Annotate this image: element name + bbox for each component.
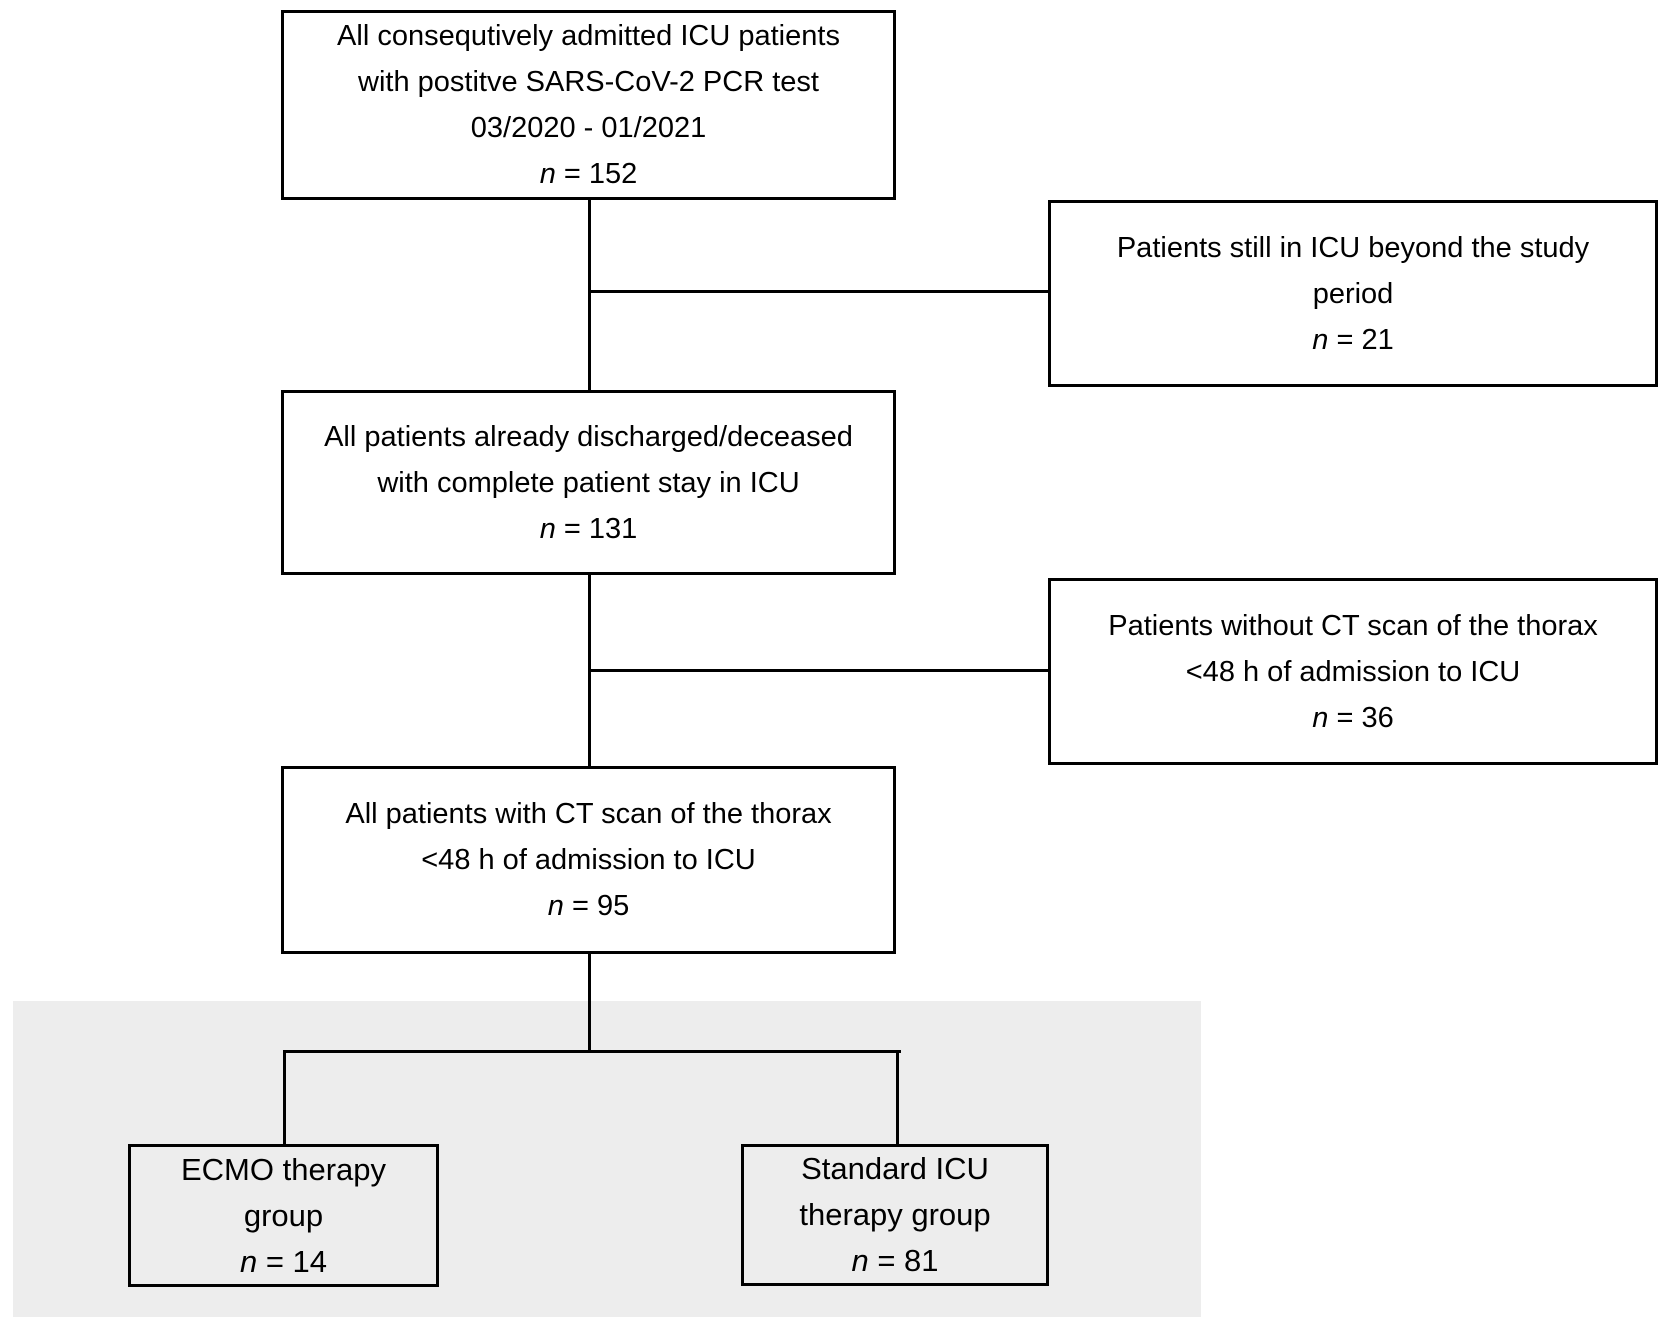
n-value: = 152 (555, 158, 638, 190)
box-line: Patients still in ICU beyond the study (1116, 231, 1590, 264)
box-n-count: n = 21 (1312, 317, 1393, 363)
box-line: with complete patient stay in ICU (377, 466, 800, 499)
box-line: ECMO therapy (180, 1151, 386, 1187)
box-n-count: n = 36 (1312, 695, 1393, 741)
n-symbol: n (1312, 701, 1329, 734)
box-standard-icu-therapy-group: Standard ICU therapy group n = 81 (741, 1144, 1049, 1286)
connector-admitted-to-discharged (588, 199, 591, 391)
box-line: <48 h of admission to ICU (1185, 655, 1521, 688)
connector-branch-without-ct (589, 669, 1049, 672)
box-line: All patients with CT scan of the thorax (345, 798, 832, 830)
connector-split-to-standard (896, 1050, 899, 1145)
box-line: Patients without CT scan of the thorax (1108, 609, 1598, 642)
n-symbol: n (539, 512, 556, 545)
box-line: All consequtively admitted ICU patients (337, 20, 840, 52)
n-value: = 14 (257, 1243, 328, 1279)
box-line: All patients already discharged/deceased (324, 420, 853, 453)
connector-branch-still-in-icu (589, 290, 1049, 293)
connector-split-to-ecmo (283, 1050, 286, 1145)
box-ecmo-therapy-group: ECMO therapy group n = 14 (128, 1144, 439, 1287)
connector-split-horizontal (283, 1050, 901, 1053)
n-symbol: n (851, 1243, 869, 1278)
box-line: Standard ICU (801, 1151, 989, 1186)
box-n-count: n = 131 (540, 506, 638, 552)
n-symbol: n (239, 1243, 258, 1279)
n-value: = 131 (555, 512, 638, 545)
box-line: with postitve SARS-CoV-2 PCR test (358, 66, 819, 98)
box-line: <48 h of admission to ICU (421, 844, 756, 876)
box-with-ct-scan: All patients with CT scan of the thorax … (281, 766, 896, 954)
connector-withct-to-split (588, 953, 591, 1053)
n-value: = 81 (868, 1243, 939, 1278)
n-value: = 95 (563, 890, 630, 922)
n-value: = 36 (1328, 701, 1394, 734)
box-line: 03/2020 - 01/2021 (470, 112, 707, 144)
box-n-count: n = 152 (540, 151, 638, 197)
n-symbol: n (547, 890, 564, 922)
n-symbol: n (539, 158, 556, 190)
n-value: = 21 (1328, 323, 1394, 356)
n-symbol: n (1312, 323, 1329, 356)
box-admitted-patients: All consequtively admitted ICU patients … (281, 10, 896, 200)
therapy-group-highlight (13, 1001, 1201, 1317)
box-without-ct-scan: Patients without CT scan of the thorax <… (1048, 578, 1658, 765)
box-line: period (1312, 277, 1394, 310)
box-n-count: n = 95 (548, 883, 629, 929)
box-still-in-icu: Patients still in ICU beyond the study p… (1048, 200, 1658, 387)
box-discharged-deceased: All patients already discharged/deceased… (281, 390, 896, 575)
box-n-count: n = 81 (851, 1238, 938, 1284)
box-line: group (243, 1197, 324, 1233)
box-n-count: n = 14 (240, 1239, 327, 1285)
box-line: therapy group (799, 1197, 991, 1232)
